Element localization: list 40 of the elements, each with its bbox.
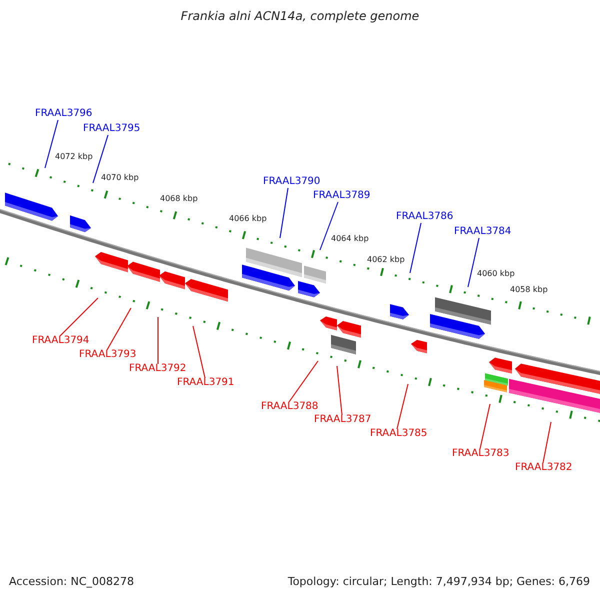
leader-line — [320, 202, 338, 250]
leader-line — [106, 308, 132, 350]
scale-label: 4064 kbp — [331, 233, 369, 245]
leader-line — [336, 366, 342, 416]
leader-line — [396, 384, 408, 430]
gene-label: FRAAL3787 — [314, 414, 372, 426]
footer-text: Accession: NC_008278 — [9, 576, 134, 588]
footer-text: Topology: circular; Length: 7,497,934 bp; Genes: 6,769 — [288, 576, 590, 588]
gene-label: FRAAL3794 — [32, 335, 90, 347]
leader-line — [192, 326, 206, 378]
scale-label: 4060 kbp — [477, 268, 515, 280]
scale-label: 4070 kbp — [101, 172, 139, 184]
gene-label: FRAAL3788 — [261, 401, 318, 413]
scale-label: 4066 kbp — [229, 213, 267, 225]
leader-line — [288, 360, 318, 402]
gene-label: FRAAL3793 — [79, 349, 136, 361]
gene-label: FRAAL3786 — [396, 211, 454, 223]
gene-label: FRAAL3782 — [515, 462, 572, 474]
gene-label: FRAAL3791 — [177, 377, 234, 389]
leader-line — [468, 238, 480, 288]
gene-label: FRAAL3796 — [35, 108, 92, 120]
scale-label: 4062 kbp — [367, 254, 405, 266]
gene-label: FRAAL3785 — [370, 428, 428, 440]
leader-line — [480, 404, 490, 450]
gene-label: FRAAL3783 — [452, 448, 510, 460]
leader-line — [44, 120, 58, 168]
leader-line — [92, 134, 108, 184]
gene-label: FRAAL3789 — [313, 190, 370, 202]
diagram-title: Frankia alni ACN14a, complete genome — [180, 10, 420, 22]
scale-label: 4068 kbp — [160, 193, 198, 205]
scale-label: 4072 kbp — [55, 151, 93, 163]
gene-label: FRAAL3795 — [83, 123, 140, 135]
gene-label: FRAAL3790 — [263, 176, 320, 188]
scale-label: 4058 kbp — [510, 284, 548, 296]
gene-label: FRAAL3784 — [454, 226, 512, 238]
leader-line — [280, 188, 288, 238]
leader-line — [410, 222, 422, 274]
leader-line — [60, 298, 98, 336]
leader-line — [542, 422, 552, 464]
gene-label: FRAAL3792 — [129, 363, 186, 375]
